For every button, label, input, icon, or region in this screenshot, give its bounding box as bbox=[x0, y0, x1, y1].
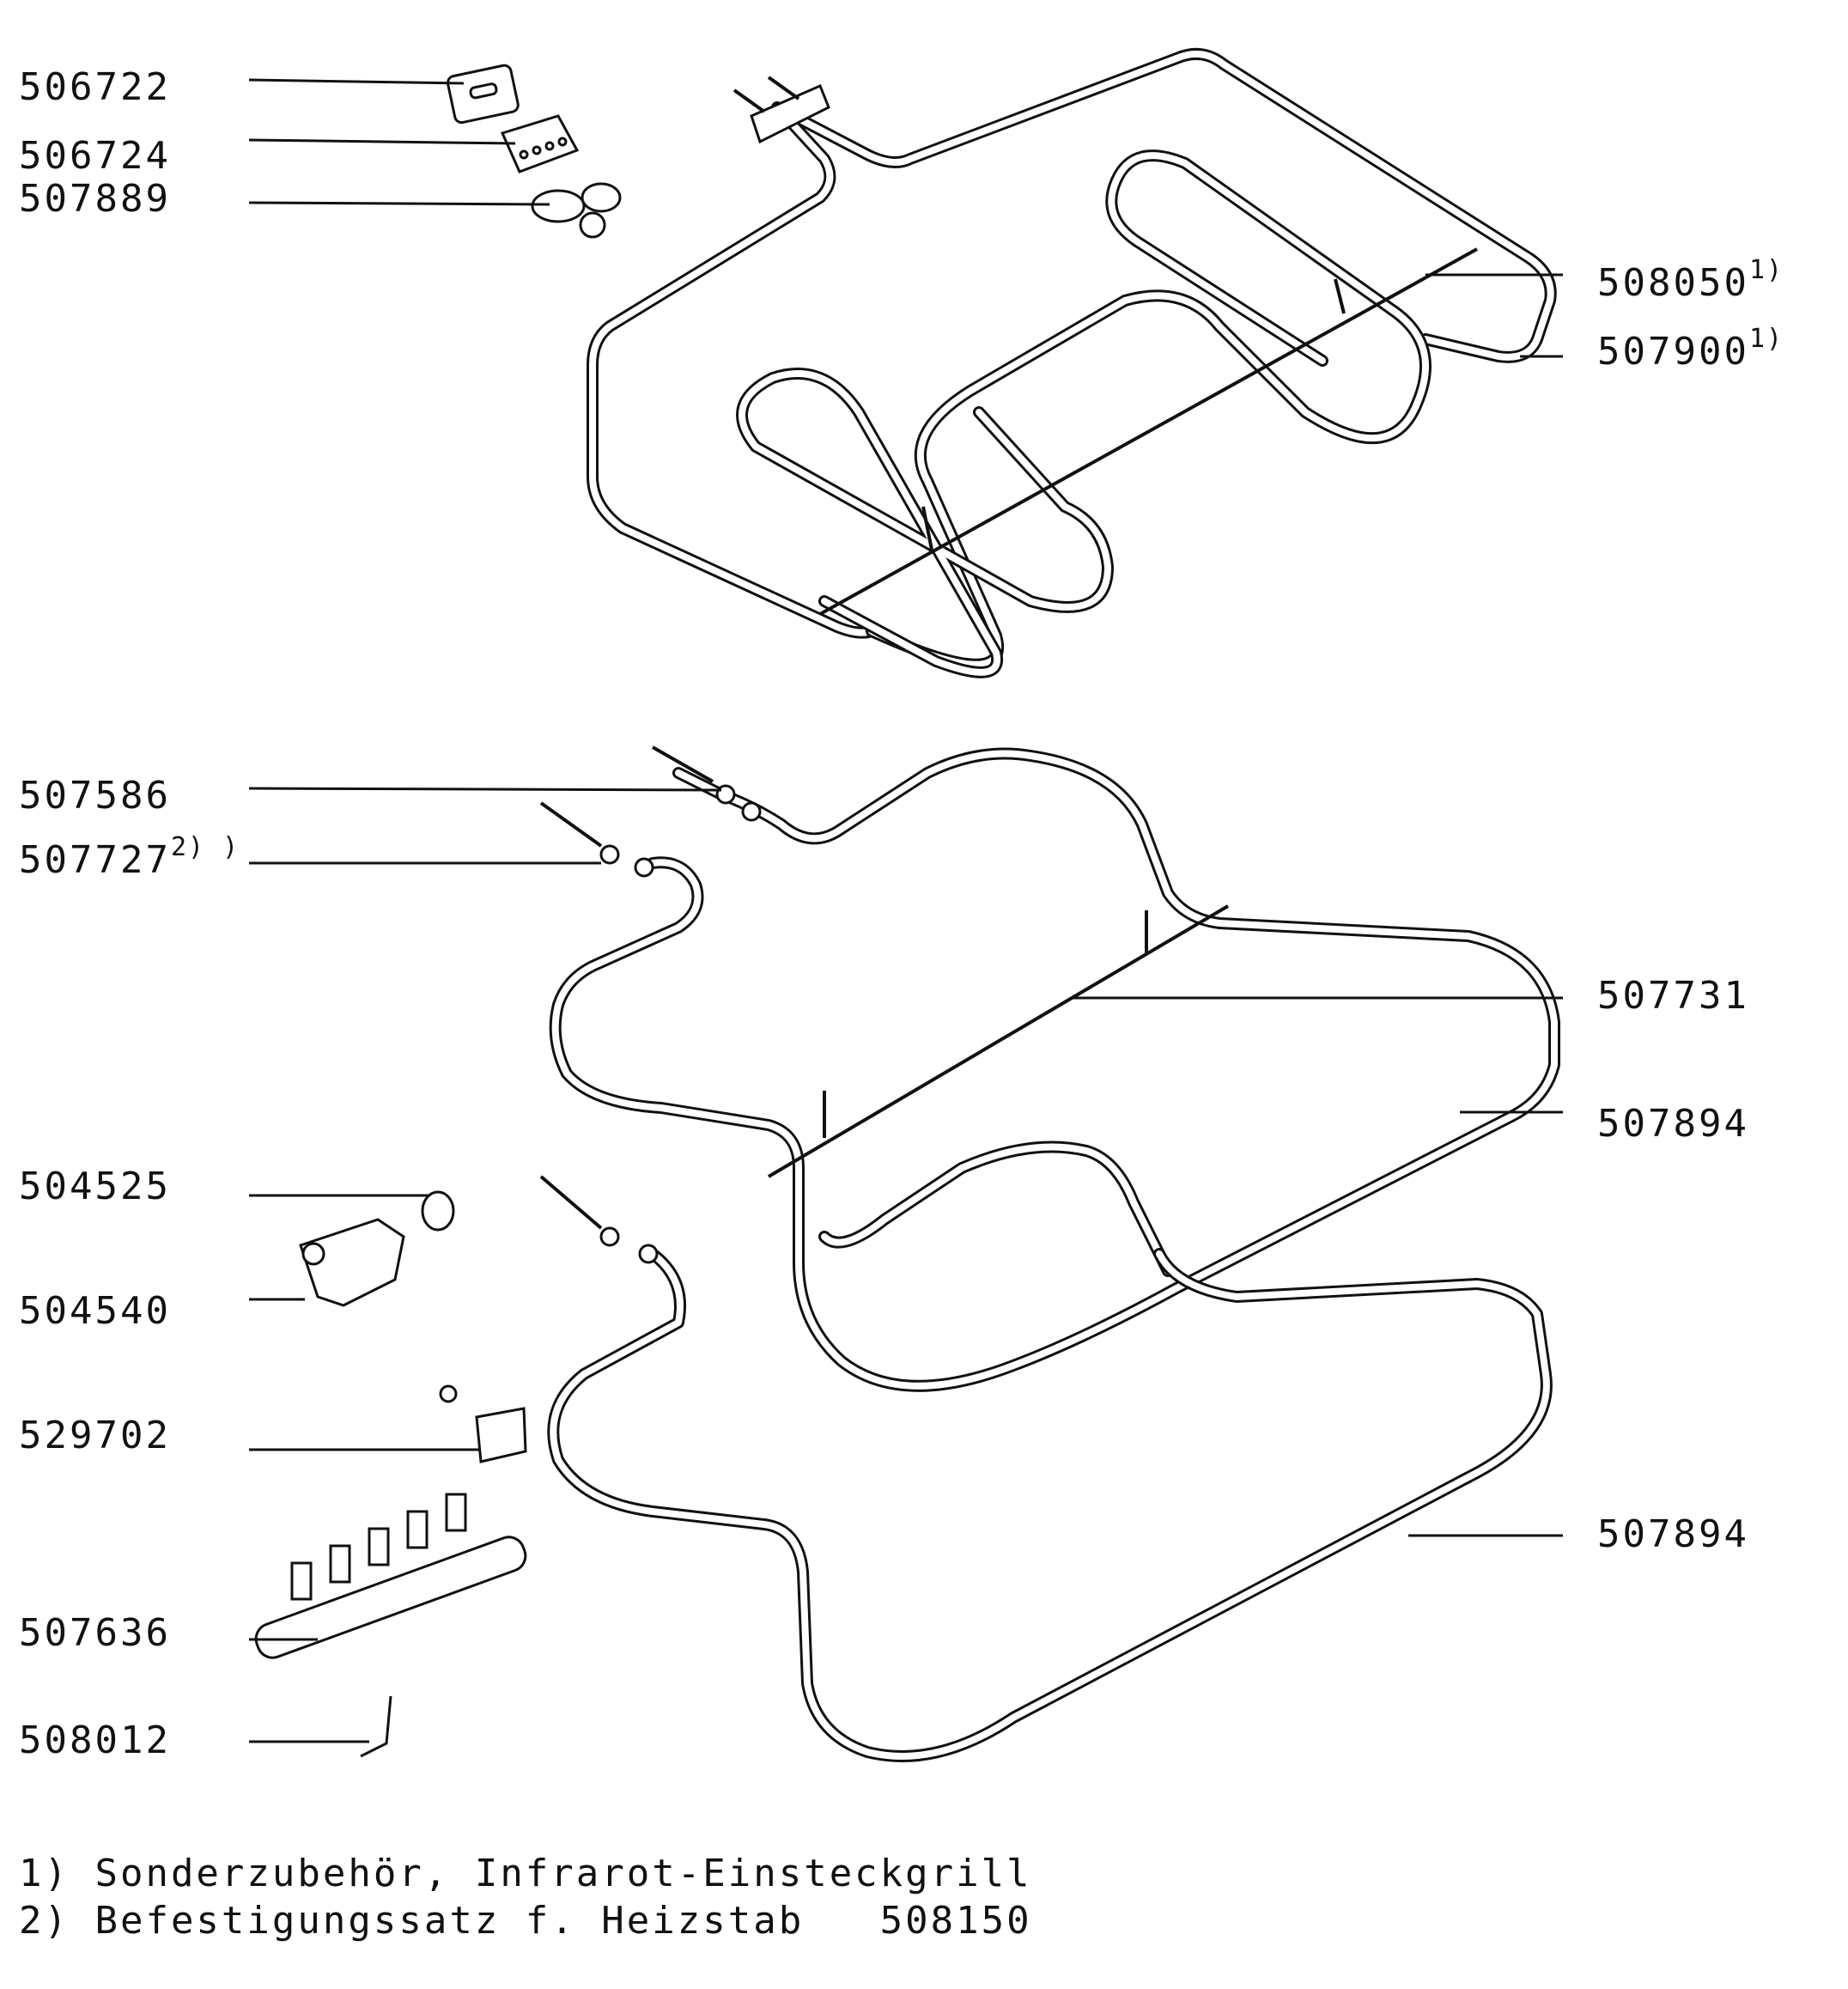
upper-heating-element bbox=[539, 745, 1560, 1392]
callout-507586: 507586 bbox=[19, 774, 171, 818]
callout-508050: 5080501) bbox=[1597, 255, 1784, 305]
callout-507894-lower: 507894 bbox=[1597, 1512, 1749, 1556]
callout-508012: 508012 bbox=[19, 1718, 171, 1762]
callout-507894-upper: 507894 bbox=[1597, 1102, 1749, 1146]
footnote-2: 2) Befestigungssatz f. Heizstab 508150 bbox=[19, 1899, 1032, 1943]
callout-504525: 504525 bbox=[19, 1165, 171, 1208]
lower-heating-element bbox=[539, 1175, 1553, 1762]
small-parts-left bbox=[254, 1190, 527, 1758]
callout-507900: 5079001) bbox=[1597, 324, 1784, 374]
leader-lines bbox=[248, 78, 1563, 1743]
infrared-grill-element bbox=[587, 47, 1557, 678]
small-parts-top bbox=[446, 64, 622, 239]
callout-507727: 5077272) ) bbox=[19, 832, 240, 882]
callout-506722: 506722 bbox=[19, 65, 171, 109]
callout-506724: 506724 bbox=[19, 134, 171, 178]
callout-507731: 507731 bbox=[1597, 974, 1749, 1018]
callout-507889: 507889 bbox=[19, 177, 171, 221]
footnote-1: 1) Sonderzubehör, Infrarot-Einsteckgrill bbox=[19, 1852, 1032, 1895]
callout-504540: 504540 bbox=[19, 1289, 171, 1333]
callout-529702: 529702 bbox=[19, 1414, 171, 1457]
callout-507636: 507636 bbox=[19, 1611, 171, 1655]
terminal-block-tabs bbox=[290, 1493, 467, 1601]
